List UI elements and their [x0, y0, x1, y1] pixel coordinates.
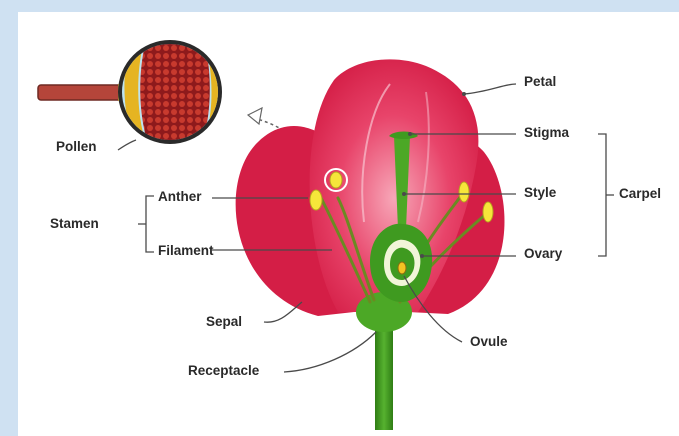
label-receptacle: Receptacle [188, 363, 259, 379]
label-pollen: Pollen [56, 139, 97, 155]
label-anther: Anther [158, 189, 202, 205]
pollen-grains [140, 40, 210, 144]
label-carpel: Carpel [619, 186, 661, 202]
label-stamen: Stamen [50, 216, 99, 232]
ovule-shape [398, 262, 406, 274]
stem-and-receptacle [356, 292, 412, 430]
magnifier-lens [118, 40, 228, 150]
diagram-frame: Petal Stigma Style Carpel Ovary Ovule Po… [18, 12, 679, 436]
label-ovary: Ovary [524, 246, 562, 262]
label-style: Style [524, 185, 556, 201]
label-filament: Filament [158, 243, 214, 259]
flower-diagram [18, 12, 679, 436]
magnifier-handle [38, 84, 130, 101]
label-sepal: Sepal [206, 314, 242, 330]
label-ovule: Ovule [470, 334, 508, 350]
label-petal: Petal [524, 74, 556, 90]
label-stigma: Stigma [524, 125, 569, 141]
